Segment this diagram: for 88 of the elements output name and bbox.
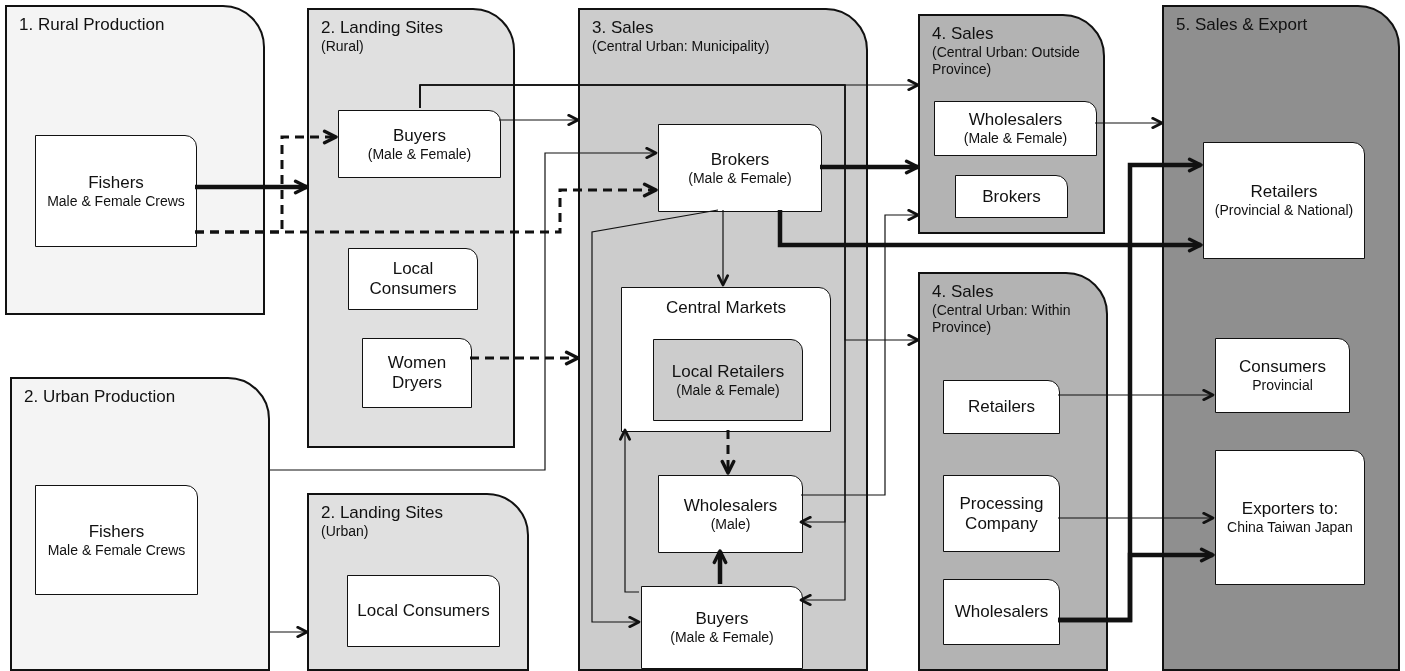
arrow (269, 146, 658, 471)
arrow (800, 208, 920, 496)
node-label: Consumers (1239, 357, 1326, 377)
actor-box (658, 475, 803, 553)
node-label: Exporters to: (1241, 499, 1339, 519)
node-label: Retailers (1250, 182, 1318, 202)
arrow (1057, 388, 1215, 402)
panel-title: 2. Landing Sites (321, 18, 444, 38)
stage-panel (10, 377, 270, 671)
stage-panel (307, 493, 529, 671)
node-label: Women Dryers (386, 353, 448, 393)
node-label: Fishers (88, 172, 144, 193)
panel-title: 4. Sales (932, 24, 995, 44)
node-sublabel: Male & Female Crews (47, 541, 186, 559)
actor-box (943, 475, 1060, 552)
arrow (720, 430, 736, 475)
node-label: Local Consumers (357, 601, 490, 621)
actor-box (1215, 338, 1350, 413)
panel-subtitle: (Central Urban: Outside Province) (932, 44, 1081, 78)
actor-box (338, 110, 501, 178)
arrow (591, 209, 719, 629)
arrow (195, 182, 658, 234)
actor-box (955, 175, 1068, 218)
market-box (621, 287, 831, 432)
panel-title: 2. Urban Production (24, 387, 177, 407)
node-label: Local Retailers (671, 361, 785, 382)
actor-box (641, 586, 803, 669)
panel-subtitle: (Central Urban: Within Province) (932, 302, 1072, 336)
stage-panel (578, 8, 868, 671)
panel-title: 3. Sales (592, 18, 655, 38)
arrow (777, 210, 1203, 253)
node-sublabel: China Taiwan Japan (1227, 519, 1353, 536)
node-label: Wholesalers (968, 110, 1063, 130)
stage-panel (918, 14, 1105, 234)
actor-box (35, 135, 197, 247)
panel-title: 1. Rural Production (19, 15, 166, 35)
panel-title: Central Markets (665, 298, 787, 318)
arrow (820, 159, 920, 175)
actor-box (653, 339, 803, 421)
arrow (1057, 511, 1215, 525)
actor-box (943, 579, 1060, 645)
node-sublabel: (Male & Female) (670, 629, 774, 646)
node-label: Local Consumers (368, 259, 458, 299)
arrow (712, 549, 728, 584)
node-sublabel: (Male & Female) (676, 381, 780, 399)
panel-subtitle: (Urban) (321, 523, 370, 540)
node-sublabel: (Male & Female) (963, 130, 1068, 147)
actor-box (943, 380, 1060, 434)
actor-box (658, 124, 822, 212)
actor-box (347, 575, 500, 647)
stage-panel (1162, 5, 1400, 671)
stage-panel (918, 272, 1108, 671)
node-label: Retailers (967, 397, 1036, 417)
arrow (269, 625, 309, 639)
node-label: Wholesalers (683, 495, 778, 516)
node-sublabel: Provincial (1252, 377, 1313, 394)
node-label: Wholesalers (954, 602, 1049, 622)
panel-subtitle: (Central Urban: Municipality) (592, 38, 771, 55)
actor-box (348, 248, 478, 310)
arrow (1058, 547, 1215, 623)
arrow (195, 179, 309, 195)
panel-title: 4. Sales (932, 282, 995, 302)
arrow (618, 428, 640, 593)
node-label: Buyers (695, 609, 749, 629)
node-sublabel: (Male & Female) (367, 145, 472, 163)
arrow (498, 113, 580, 127)
stage-panel (5, 5, 265, 315)
arrow (470, 350, 580, 366)
actor-box (934, 101, 1097, 156)
actor-box (1203, 142, 1365, 259)
node-label: Brokers (710, 149, 770, 170)
arrow (1094, 116, 1164, 130)
actor-box (1215, 450, 1365, 585)
node-sublabel: Male & Female Crews (47, 192, 185, 210)
node-sublabel: (Male & Female) (688, 169, 792, 187)
panel-title: 2. Landing Sites (321, 503, 444, 523)
node-label: Brokers (982, 186, 1041, 207)
node-sublabel: (Male) (710, 515, 751, 533)
stage-panel (307, 8, 515, 448)
node-label: Processing Company (958, 493, 1045, 534)
panel-subtitle: (Rural) (321, 38, 365, 55)
node-label: Buyers (393, 125, 446, 146)
actor-box (362, 338, 472, 408)
node-sublabel: (Provincial & National) (1214, 202, 1354, 219)
panel-title: 5. Sales & Export (1176, 15, 1309, 35)
actor-box (35, 485, 198, 595)
arrow (716, 209, 730, 287)
node-label: Fishers (88, 521, 145, 542)
